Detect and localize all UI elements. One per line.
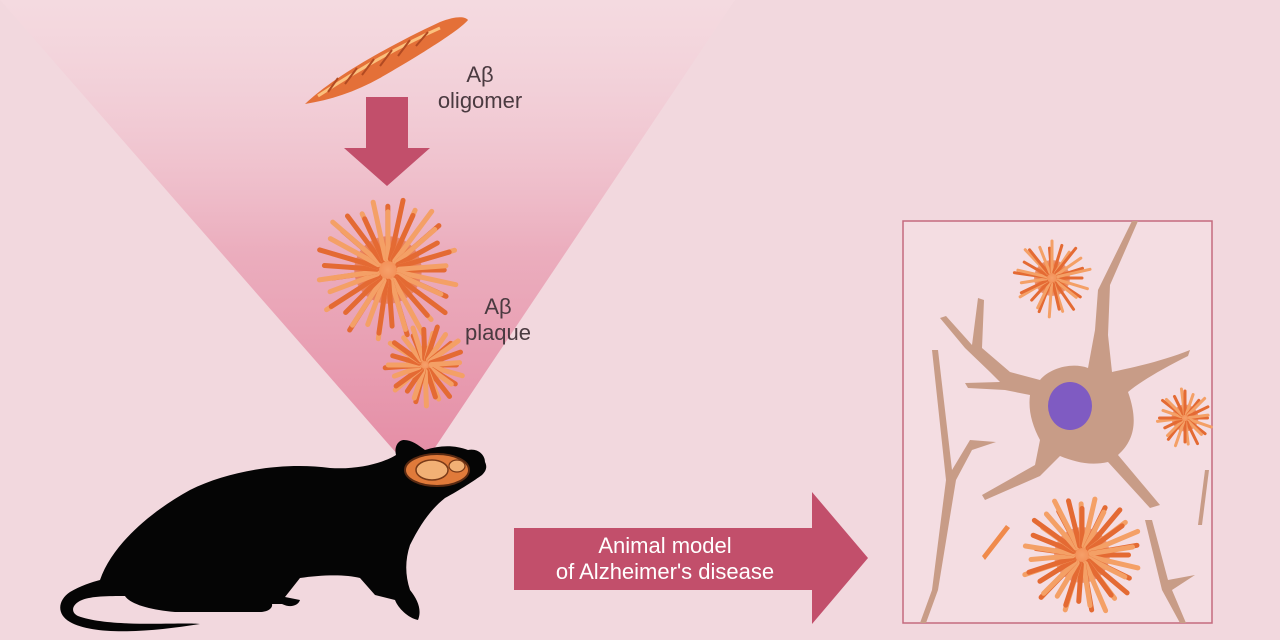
amyloid-plaque-icon (1012, 239, 1092, 319)
oligomer-label-line1: Aβ (466, 62, 494, 87)
amyloid-fragment (982, 525, 1010, 560)
amyloid-plaque-icon (382, 324, 465, 409)
plaque-label-line2: plaque (464, 320, 532, 345)
arrow-caption: Animal model of Alzheimer's disease (515, 533, 815, 585)
oligomer-label-line2: oligomer (437, 88, 523, 113)
plaque-label-line1: Aβ (484, 294, 512, 319)
brain-icon (404, 453, 470, 487)
tissue-view-panel (902, 220, 1213, 624)
plaque-label: Aβ plaque (450, 294, 546, 346)
mouse-silhouette-icon (60, 440, 487, 632)
arrow-caption-line2: of Alzheimer's disease (555, 559, 775, 584)
amyloid-oligomer-icon (305, 17, 468, 104)
neuron-icon (920, 221, 1209, 623)
oligomer-label: Aβ oligomer (430, 62, 530, 114)
right-arrow (514, 492, 868, 624)
amyloid-plaque-icon (1022, 496, 1141, 614)
amyloid-plaque-icon (1155, 387, 1213, 448)
down-arrow-icon (344, 97, 430, 186)
amyloid-plaque-icon (316, 197, 459, 342)
arrow-caption-line1: Animal model (598, 533, 732, 558)
